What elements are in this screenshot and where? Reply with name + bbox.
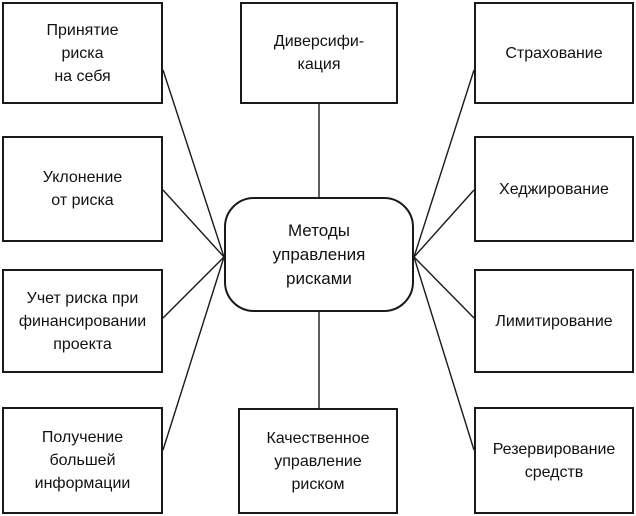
box-left-4: Получение большей информации xyxy=(2,407,163,514)
box-left-1: Принятие риска на себя xyxy=(2,2,163,104)
box-right-1: Страхование xyxy=(474,2,634,104)
center-box: Методы управления рисками xyxy=(224,197,414,312)
box-right-4: Резервирование средств xyxy=(474,407,634,514)
box-right-3: Лимитирование xyxy=(474,269,634,373)
connector-left-1 xyxy=(162,69,225,258)
box-top: Диверсифи- кация xyxy=(240,2,398,104)
connector-right-4 xyxy=(413,256,475,451)
box-right-2: Хеджирование xyxy=(474,136,634,242)
connector-left-3 xyxy=(162,256,225,319)
connector-right-1 xyxy=(413,69,475,258)
connector-right-2 xyxy=(413,189,475,258)
box-left-2: Уклонение от риска xyxy=(2,136,163,242)
box-bottom: Качественное управление риском xyxy=(238,408,398,514)
connector-right-3 xyxy=(413,256,475,319)
connector-left-4 xyxy=(162,256,225,451)
connector-left-2 xyxy=(162,189,225,258)
box-left-3: Учет риска при финансировании проекта xyxy=(2,269,163,373)
